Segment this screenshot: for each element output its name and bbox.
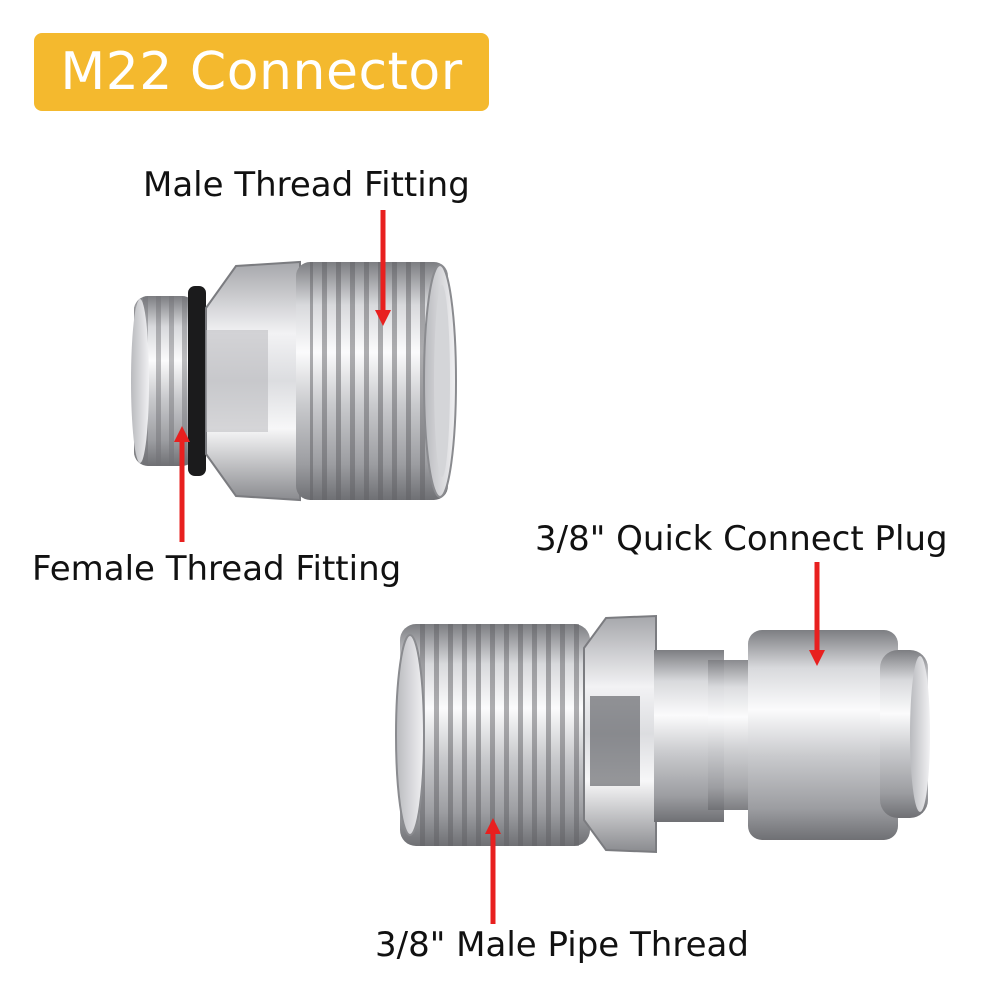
pipe-thread-grooves <box>420 624 588 846</box>
female-thread-face <box>131 299 149 463</box>
male-thread-bore <box>434 285 450 477</box>
o-ring <box>188 286 206 476</box>
female-thread-label: Female Thread Fitting <box>32 549 402 589</box>
plug-body <box>748 630 898 840</box>
hex-face <box>206 330 268 432</box>
quick-connect-plug <box>395 614 930 854</box>
page-title: M22 Connector <box>60 42 463 102</box>
plug-groove <box>708 660 754 810</box>
male-thread-label: Male Thread Fitting <box>143 165 470 205</box>
male-pipe-label: 3/8" Male Pipe Thread <box>375 925 749 965</box>
plug-tip-face <box>910 656 930 812</box>
quick-connect-label: 3/8" Quick Connect Plug <box>535 519 948 559</box>
plug-hex-face <box>590 696 640 786</box>
pipe-thread-face <box>395 634 425 836</box>
female-thread-grooves <box>134 296 196 466</box>
title-badge: M22 Connector <box>34 33 489 111</box>
m22-adapter <box>131 260 457 502</box>
male-thread-grooves <box>310 262 430 500</box>
